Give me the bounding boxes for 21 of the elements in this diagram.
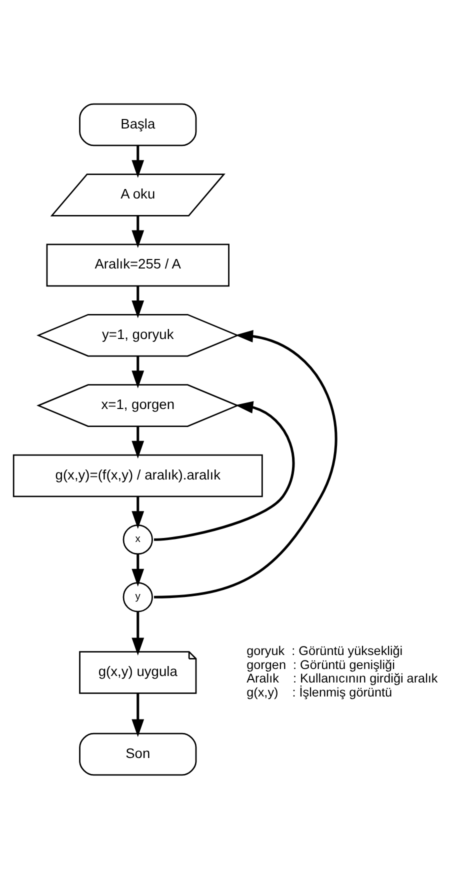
label: g(x,y) : İşlenmiş görüntü [246,684,392,699]
node-circle: y [122,582,152,612]
arrow [131,554,144,586]
node-box: Son [78,732,196,776]
label: Aralık : Kullanıcının girdiği aralık [246,671,438,686]
arrow [131,611,144,656]
arrow [153,330,337,598]
node-box: Başla [78,102,196,146]
node-box: Aralık=255 / A [46,243,229,286]
label: goryuk : Görüntü yüksekliği [246,644,402,658]
node-box: g(x,y)=(f(x,y) / aralık).aralık [12,454,262,497]
arrow [131,215,144,248]
node-circle: x [122,524,152,554]
arrow [131,426,144,458]
arrow [153,400,294,540]
arrow [131,285,144,318]
label: gorgen : Görüntü genişliği [246,657,394,672]
arrow [131,356,144,388]
arrow [131,496,144,528]
arrow [131,692,144,736]
arrow [131,145,144,178]
